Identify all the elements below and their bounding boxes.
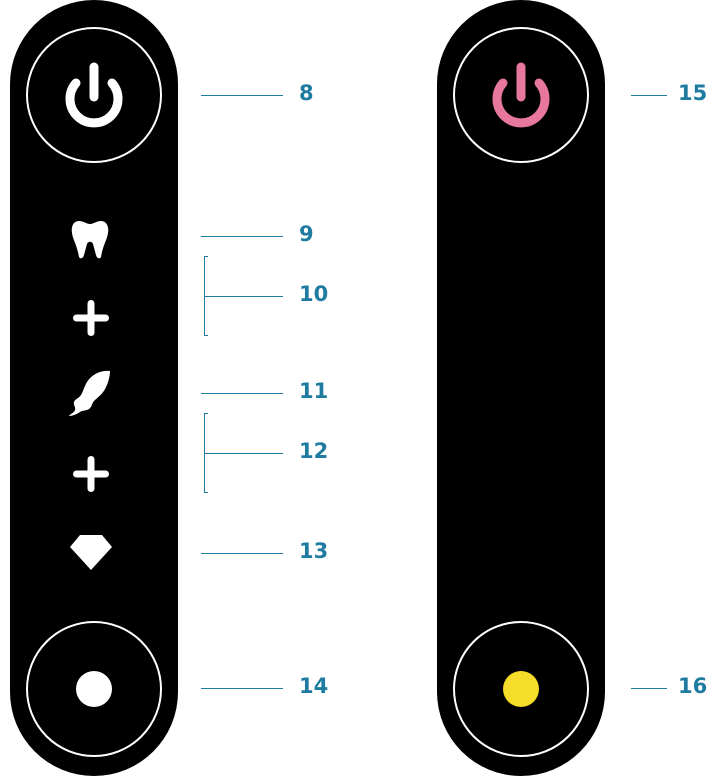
callout-line-9 xyxy=(201,236,283,237)
power-icon xyxy=(65,62,123,128)
callout-label-12: 12 xyxy=(299,439,329,463)
callout-label-11: 11 xyxy=(299,379,329,403)
callout-line-8 xyxy=(201,95,283,96)
plus-icon xyxy=(73,456,109,492)
callout-line-11 xyxy=(201,393,283,394)
yellow-dot-icon xyxy=(503,671,539,707)
callout-bracket-10 xyxy=(204,256,208,336)
callout-label-10: 10 xyxy=(299,282,329,306)
right-device-body xyxy=(437,0,605,776)
callout-label-14: 14 xyxy=(299,674,329,698)
callout-label-8: 8 xyxy=(299,81,314,105)
power-icon xyxy=(492,62,550,128)
callout-label-13: 13 xyxy=(299,539,329,563)
callout-label-9: 9 xyxy=(299,222,314,246)
callout-line-10 xyxy=(205,296,283,297)
callout-line-15 xyxy=(631,95,667,96)
power-button-left[interactable] xyxy=(26,27,162,163)
diamond-icon xyxy=(70,535,112,570)
mode-button-left[interactable] xyxy=(26,621,162,757)
callout-label-16: 16 xyxy=(678,674,708,698)
indicator-button-right[interactable] xyxy=(453,621,589,757)
tooth-icon xyxy=(71,221,109,259)
left-device-body xyxy=(10,0,178,776)
callout-line-14 xyxy=(201,688,283,689)
callout-line-16 xyxy=(631,688,667,689)
callout-bracket-12 xyxy=(204,413,208,493)
callout-label-15: 15 xyxy=(678,81,708,105)
callout-line-13 xyxy=(201,553,283,554)
callout-line-12 xyxy=(205,453,283,454)
power-button-right[interactable] xyxy=(453,27,589,163)
plus-icon xyxy=(73,300,109,336)
tongue-icon xyxy=(69,370,110,416)
white-dot-icon xyxy=(76,671,112,707)
